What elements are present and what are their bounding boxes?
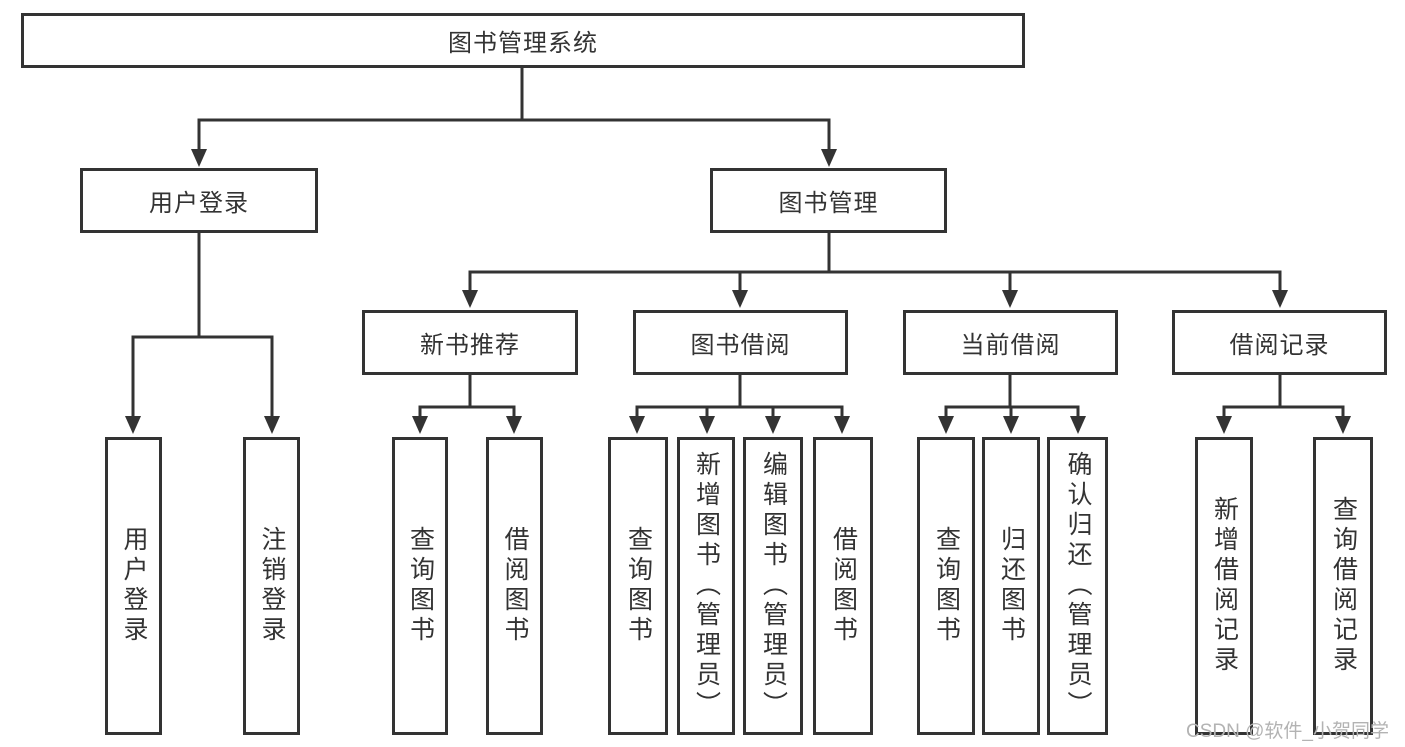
node-book-borrowing-label: 图书借阅 (690, 332, 791, 359)
connector-book-management (462, 233, 1288, 308)
leaf-records-query-label: 查询借阅记录 (1329, 496, 1358, 676)
leaf-current-return: 归还图书 (982, 437, 1040, 735)
node-user-login-label: 用户登录 (149, 190, 249, 217)
node-book-management-label: 图书管理 (778, 190, 879, 217)
node-book-management: 图书管理 (710, 168, 947, 233)
leaf-current-query: 查询图书 (917, 437, 975, 735)
leaf-borrow-query-label: 查询图书 (624, 526, 653, 646)
leaf-records-add: 新增借阅记录 (1195, 437, 1253, 735)
connector-current-borrowing (938, 375, 1086, 434)
leaf-borrow-edit: 编辑图书（管理员） (743, 437, 803, 735)
node-borrow-records: 借阅记录 (1172, 310, 1387, 375)
leaf-borrow-edit-label: 编辑图书（管理员） (759, 451, 788, 721)
node-current-borrowing: 当前借阅 (903, 310, 1118, 375)
node-book-borrowing: 图书借阅 (633, 310, 848, 375)
leaf-user-login: 用户登录 (105, 437, 162, 735)
leaf-newbook-query: 查询图书 (392, 437, 448, 735)
leaf-borrow-borrow: 借阅图书 (813, 437, 873, 735)
node-borrow-records-label: 借阅记录 (1229, 332, 1330, 359)
leaf-current-return-label: 归还图书 (997, 526, 1026, 646)
leaf-newbook-borrow-label: 借阅图书 (501, 526, 529, 646)
leaf-borrow-borrow-label: 借阅图书 (829, 526, 858, 646)
connector-root (191, 68, 837, 167)
connector-user-login (125, 233, 280, 434)
leaf-logout: 注销登录 (243, 437, 300, 735)
leaf-user-login-label: 用户登录 (120, 526, 148, 646)
node-current-borrowing-label: 当前借阅 (960, 332, 1061, 359)
leaf-logout-label: 注销登录 (258, 526, 286, 646)
leaf-newbook-borrow: 借阅图书 (486, 437, 543, 735)
leaf-records-query: 查询借阅记录 (1313, 437, 1373, 735)
connector-new-book (412, 375, 522, 434)
node-user-login: 用户登录 (80, 168, 318, 233)
connector-borrow-records (1216, 375, 1351, 434)
node-root: 图书管理系统 (21, 13, 1025, 68)
leaf-newbook-query-label: 查询图书 (406, 526, 435, 646)
leaf-current-query-label: 查询图书 (932, 526, 961, 646)
node-new-book-recommend: 新书推荐 (362, 310, 578, 375)
node-new-book-recommend-label: 新书推荐 (420, 332, 520, 359)
leaf-current-confirm: 确认归还（管理员） (1047, 437, 1108, 735)
leaf-records-add-label: 新增借阅记录 (1210, 496, 1239, 676)
node-root-label: 图书管理系统 (448, 30, 598, 57)
leaf-borrow-add-label: 新增图书（管理员） (692, 451, 721, 721)
leaf-borrow-query: 查询图书 (608, 437, 668, 735)
connector-book-borrowing (629, 375, 850, 434)
watermark: CSDN @软件_小贺同学 (1186, 721, 1389, 742)
leaf-current-confirm-label: 确认归还（管理员） (1064, 451, 1092, 721)
leaf-borrow-add: 新增图书（管理员） (677, 437, 735, 735)
